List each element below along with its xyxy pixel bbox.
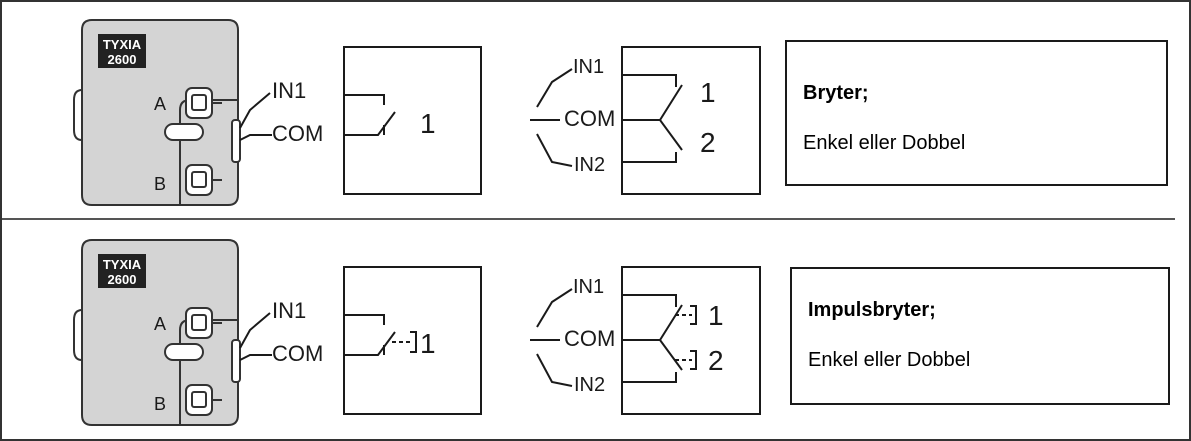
contact-label: 1 (420, 108, 436, 139)
label-b: B (154, 174, 166, 194)
device-in1-label: IN1 (272, 78, 306, 103)
double-contact2-label: 2 (700, 127, 716, 158)
double-in1-label: IN1 (573, 56, 604, 78)
row-2: TYXIA 2600 A B IN1 COM 1 (73, 239, 761, 426)
double-com-label: COM (564, 106, 615, 131)
note-box-pushbutton: Impulsbryter; Enkel eller Dobbel (790, 267, 1170, 405)
device-model: 2600 (108, 272, 137, 287)
connector-icon (164, 343, 204, 361)
note-body: Enkel eller Dobbel (803, 132, 966, 154)
double-in2-label: IN2 (574, 154, 605, 176)
device-brand: TYXIA (103, 257, 142, 272)
button-b-icon (185, 164, 213, 196)
note-title: Impulsbryter; (808, 299, 936, 321)
label-b: B (154, 394, 166, 414)
double-contact1-label: 1 (700, 77, 716, 108)
double-in2-label: IN2 (574, 374, 605, 396)
device-brand: TYXIA (103, 37, 142, 52)
contact-label: 1 (420, 328, 436, 359)
single-switch-box: 1 (343, 46, 482, 195)
double-contact2-label: 2 (708, 345, 724, 376)
tyxia-device-2: TYXIA 2600 A B (73, 239, 241, 426)
tyxia-device-1: TYXIA 2600 A B (73, 19, 241, 206)
button-b-icon (185, 384, 213, 416)
label-a: A (154, 94, 166, 114)
double-switch-box: IN1 COM IN2 1 2 (530, 46, 761, 195)
label-a: A (154, 314, 166, 334)
row-1: TYXIA 2600 A B IN1 COM 1 (73, 19, 761, 206)
button-a-icon (185, 87, 213, 119)
device-model: 2600 (108, 52, 137, 67)
double-in1-label: IN1 (573, 276, 604, 298)
double-contact1-label: 1 (708, 300, 724, 331)
note-body: Enkel eller Dobbel (808, 349, 971, 371)
note-title: Bryter; (803, 82, 869, 104)
device-in1-label: IN1 (272, 298, 306, 323)
double-pushbutton-box: IN1 COM IN2 1 2 (530, 266, 761, 415)
connector-icon (164, 123, 204, 141)
note-box-switch: Bryter; Enkel eller Dobbel (785, 40, 1168, 186)
single-pushbutton-box: 1 (343, 266, 482, 415)
device-com-label: COM (272, 341, 323, 366)
device-com-label: COM (272, 121, 323, 146)
double-com-label: COM (564, 326, 615, 351)
button-a-icon (185, 307, 213, 339)
